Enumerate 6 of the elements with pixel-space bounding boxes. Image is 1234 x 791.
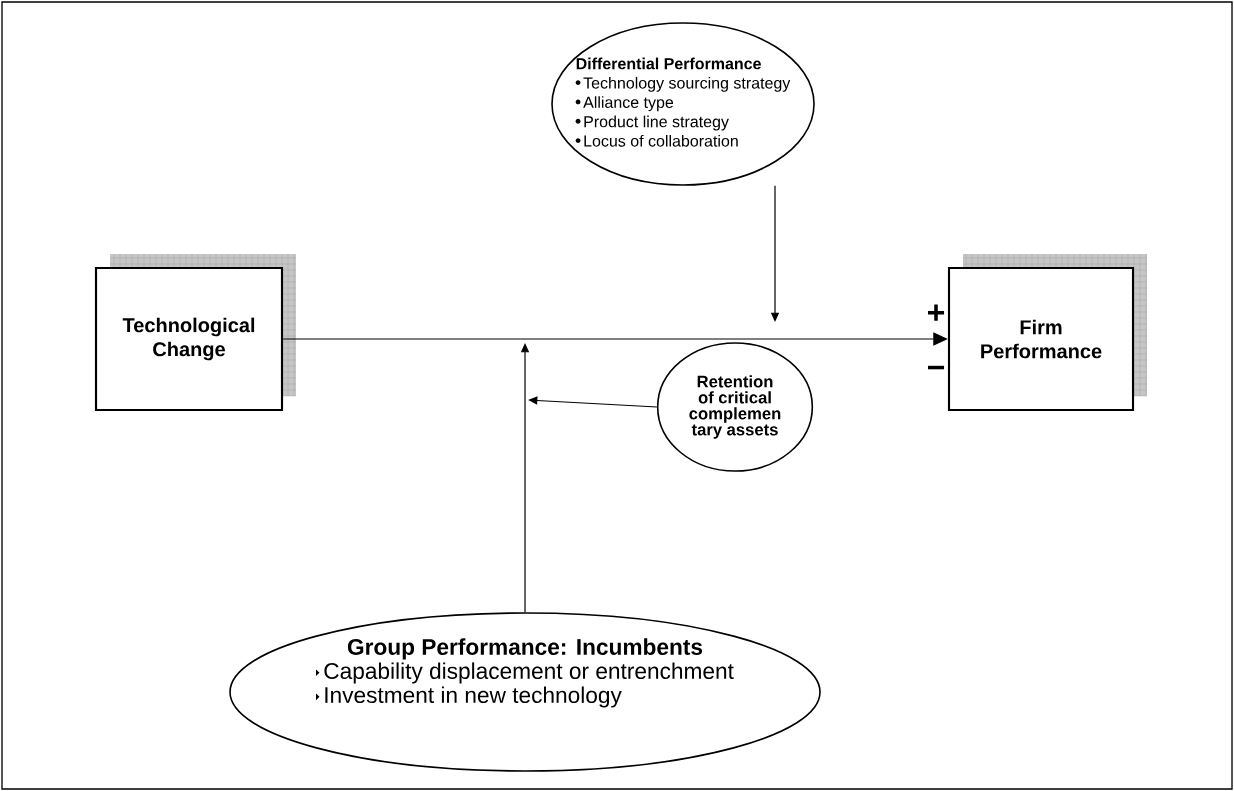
process-box: Firm Performance [947, 253, 1148, 412]
arrow [282, 332, 948, 346]
arrow [528, 396, 658, 408]
sign-label: − [928, 365, 945, 370]
sign-label: + [928, 304, 945, 321]
process-box: Technological Change [94, 253, 297, 412]
